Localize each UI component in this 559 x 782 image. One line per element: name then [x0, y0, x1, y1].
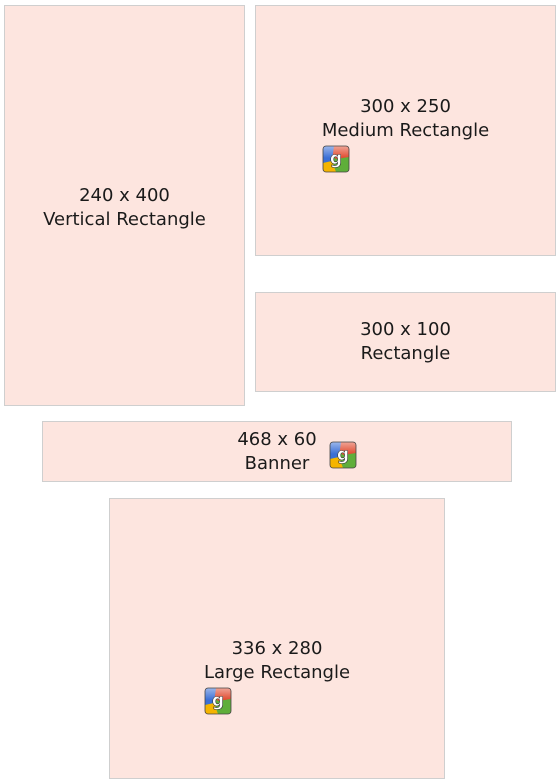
ad-name: Banner	[244, 453, 310, 474]
ad-name: Large Rectangle	[203, 661, 351, 683]
google-logo-icon: g	[204, 687, 232, 715]
ad-box-vertical-rectangle: 240 x 400 Vertical Rectangle	[4, 5, 245, 406]
ad-label: 336 x 280 Large Rectangle g	[204, 637, 350, 715]
ad-box-rectangle: 300 x 100 Rectangle	[255, 292, 556, 392]
ad-size: 468 x 60	[237, 429, 317, 450]
ad-box-large-rectangle: 336 x 280 Large Rectangle g	[109, 498, 445, 779]
ad-size: 300 x 250	[360, 95, 451, 117]
ad-size: 300 x 100	[360, 319, 451, 340]
ad-name: Rectangle	[360, 343, 451, 364]
google-logo-icon: g	[322, 145, 350, 173]
google-logo-icon: g	[329, 441, 357, 469]
ad-name: Vertical Rectangle	[43, 208, 206, 230]
ad-name: Medium Rectangle	[321, 119, 490, 141]
ad-label: 240 x 400 Vertical Rectangle	[43, 184, 206, 232]
ad-size: 336 x 280	[231, 637, 323, 659]
ad-label: 468 x 60 Banner	[43, 428, 511, 476]
ad-size: 240 x 400	[79, 184, 170, 206]
ad-box-banner: 468 x 60 Banner g	[42, 421, 512, 482]
ad-box-medium-rectangle: 300 x 250 Medium Rectangle g	[255, 5, 556, 256]
ad-label: 300 x 250 Medium Rectangle g	[322, 95, 489, 173]
ad-label: 300 x 100 Rectangle	[360, 318, 451, 366]
